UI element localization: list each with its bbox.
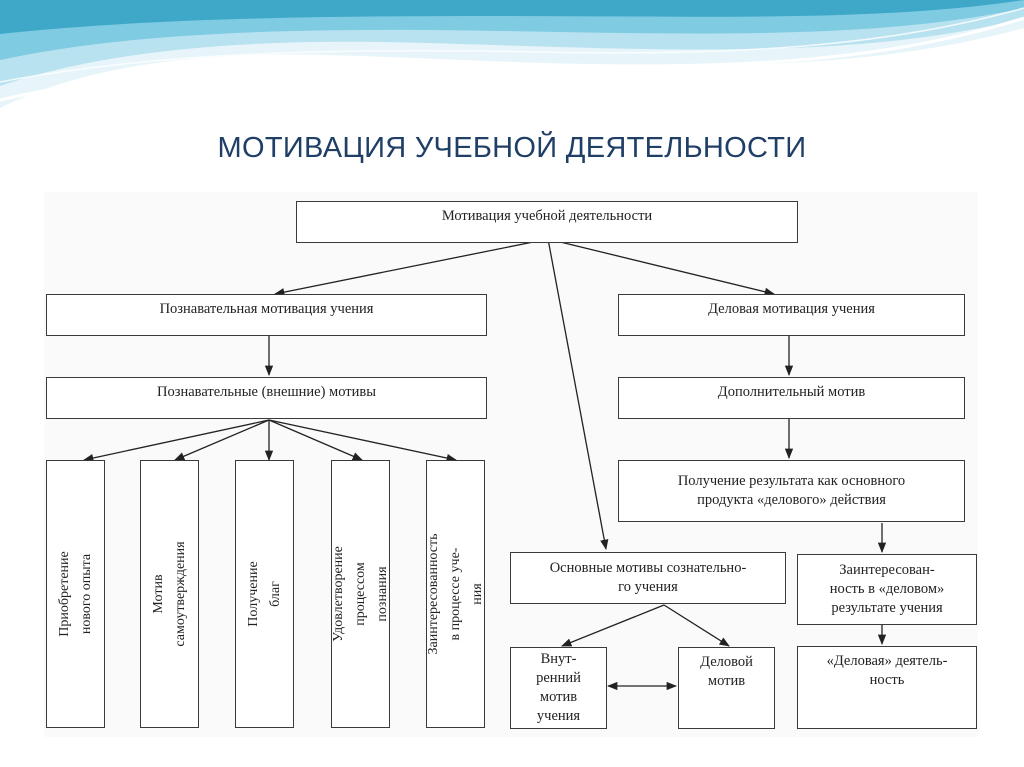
arrow-motives-to-item-5 — [268, 419, 458, 463]
business-result-box: Получение результата как основного проду… — [618, 460, 965, 522]
arrow-root-to-conscious — [547, 238, 609, 551]
internal-motive-box: Внут- ренний мотив учения — [510, 647, 607, 729]
root-box: Мотивация учебной деятельности — [296, 201, 798, 243]
arrow-motives-to-item-1 — [82, 419, 270, 463]
motivation-diagram: Мотивация учебной деятельности Познавате… — [44, 192, 978, 737]
internal-motive-label: Внут- ренний мотив учения — [536, 651, 581, 724]
cognitive-motives-box: Познавательные (внешние) мотивы — [46, 377, 487, 419]
cognitive-item-3-box: Получение благ — [235, 460, 294, 728]
business-interest-box: Заинтересован- ность в «деловом» результ… — [797, 554, 977, 625]
arrow-conscious-to-internal — [561, 604, 665, 647]
cognitive-item-4-box: Удовлетворение процессом познания — [331, 460, 390, 728]
arrow-motives-to-item-2 — [174, 419, 270, 461]
decorative-wave-header — [0, 0, 1024, 108]
arrow-motives-to-item-4 — [268, 419, 363, 461]
cognitive-item-4-label: Удовлетворение процессом познания — [330, 546, 390, 642]
cognitive-item-2-label: Мотив самоутверждения — [150, 541, 188, 647]
business-motive-label: Деловой мотив — [700, 654, 753, 689]
arrow-root-to-business — [547, 238, 776, 296]
additional-motive-box: Дополнительный мотив — [618, 377, 965, 419]
arrow-conscious-to-business-motive — [663, 604, 730, 647]
business-activity-box: «Деловая» деятель- ность — [797, 646, 977, 729]
business-motivation-box: Деловая мотивация учения — [618, 294, 965, 336]
slide-title: МОТИВАЦИЯ УЧЕБНОЙ ДЕЯТЕЛЬНОСТИ — [217, 132, 807, 164]
cognitive-item-5-label: Заинтересованность в процессе уче- ния — [425, 533, 485, 655]
cognitive-motivation-box: Познавательная мотивация учения — [46, 294, 487, 336]
root-label: Мотивация учебной деятельности — [441, 208, 653, 224]
business-motivation-label: Деловая мотивация учения — [708, 301, 875, 317]
business-motive-box: Деловой мотив — [678, 647, 775, 729]
cognitive-motives-label: Познавательные (внешние) мотивы — [157, 384, 376, 400]
business-activity-label: «Деловая» деятель- ность — [826, 653, 948, 688]
cognitive-item-3-label: Получение благ — [245, 561, 283, 627]
arrow-root-to-cognitive — [273, 238, 549, 297]
conscious-main-box: Основные мотивы сознательно- го учения — [510, 552, 786, 604]
cognitive-item-2-box: Мотив самоутверждения — [140, 460, 199, 728]
business-interest-label: Заинтересован- ность в «деловом» результ… — [829, 562, 945, 616]
cognitive-item-5-box: Заинтересованность в процессе уче- ния — [426, 460, 485, 728]
diagram-connectors — [82, 238, 887, 691]
business-result-label: Получение результата как основного проду… — [677, 473, 906, 508]
cognitive-item-1-label: Приобретение нового опыта — [56, 551, 94, 637]
conscious-main-label: Основные мотивы сознательно- го учения — [549, 560, 747, 595]
cognitive-motivation-label: Познавательная мотивация учения — [159, 301, 374, 317]
cognitive-item-1-box: Приобретение нового опыта — [46, 460, 105, 728]
additional-motive-label: Дополнительный мотив — [717, 384, 866, 400]
